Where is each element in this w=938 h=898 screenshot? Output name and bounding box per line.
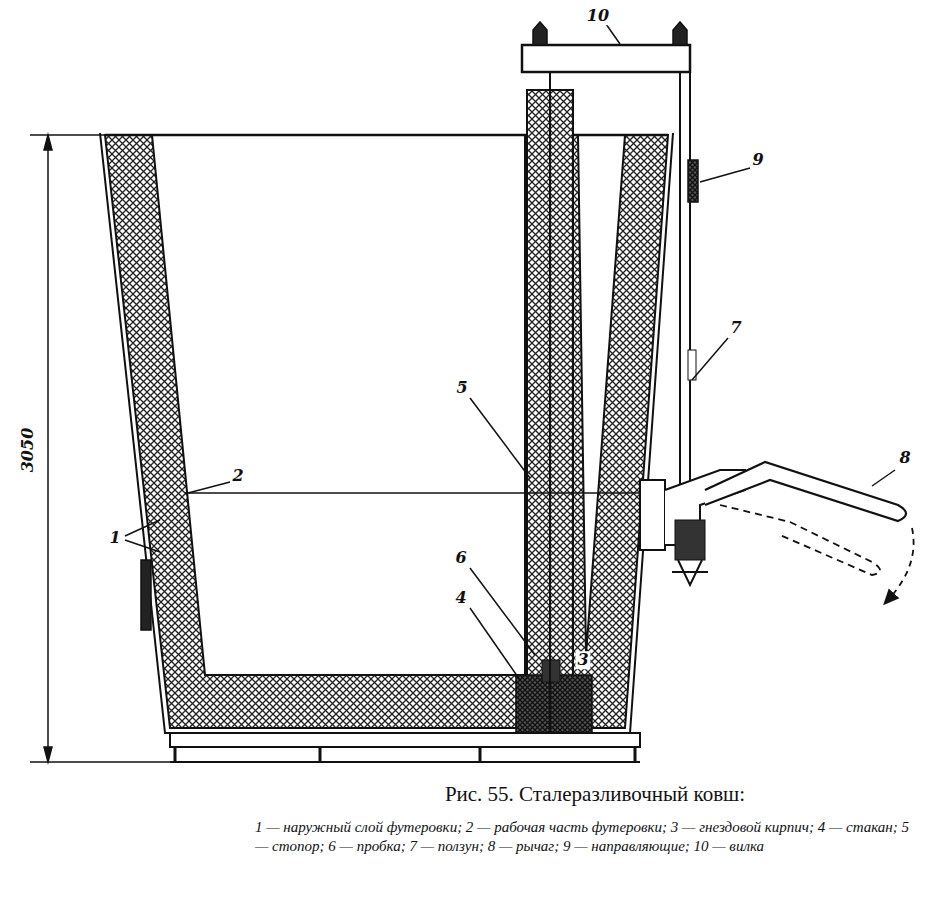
callout-number: 3 [575,651,590,669]
callout-number: 10 [585,7,611,25]
callout-number: 4 [453,589,468,607]
callout-number: 1 [107,529,122,547]
callout-number: 9 [750,151,765,169]
dimension: 3050 [19,426,37,475]
figure-caption: Рис. 55. Сталеразливочный ковш: [445,783,745,806]
callout-number: 7 [728,319,743,337]
legend-text: 1 — наружный слой футеровки; 2 — рабочая… [255,818,925,856]
callout-number: 8 [897,449,912,467]
callout-number: 2 [230,467,245,485]
callout-number: 6 [453,549,468,567]
callout-number: 5 [454,379,469,397]
